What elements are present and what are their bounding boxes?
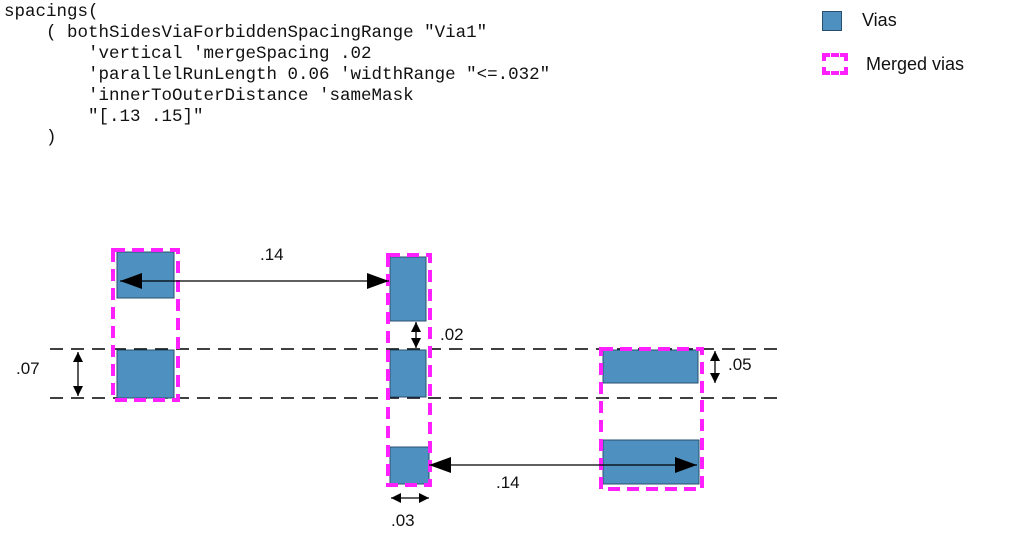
via — [116, 251, 175, 299]
via — [389, 446, 430, 485]
code-line: ) — [4, 128, 57, 148]
legend-item-merged: Merged vias — [822, 53, 964, 75]
merged-via-swatch — [822, 53, 848, 75]
via — [389, 256, 427, 322]
legend-item-vias: Vias — [822, 10, 897, 31]
legend-label-merged: Merged vias — [866, 53, 965, 74]
dimension-label: .03 — [391, 511, 415, 530]
via — [602, 349, 699, 384]
dimension-label: .05 — [728, 355, 752, 374]
legend-label-vias: Vias — [862, 10, 897, 30]
via — [389, 349, 427, 398]
code-line: spacings( — [4, 2, 99, 22]
dimension-label: .02 — [440, 325, 464, 344]
dimension-label: .14 — [260, 245, 284, 264]
merged-via-outline — [599, 347, 704, 491]
code-line: 'parallelRunLength 0.06 'widthRange "<=.… — [4, 65, 551, 85]
merged-via-outline — [111, 248, 180, 402]
code-line: 'vertical 'mergeSpacing .02 — [4, 44, 372, 64]
merged-via-outline — [386, 253, 432, 487]
dimension-label: .14 — [496, 473, 520, 492]
code-block: spacings( ( bothSidesViaForbiddenSpacing… — [4, 2, 550, 149]
code-line: 'innerToOuterDistance 'sameMask — [4, 86, 414, 106]
code-line: ( bothSidesViaForbiddenSpacingRange "Via… — [4, 23, 488, 43]
via-swatch — [822, 10, 842, 31]
via — [602, 439, 700, 485]
code-line: "[.13 .15]" — [4, 107, 204, 127]
via — [116, 349, 175, 399]
dimension-label: .07 — [16, 359, 40, 378]
